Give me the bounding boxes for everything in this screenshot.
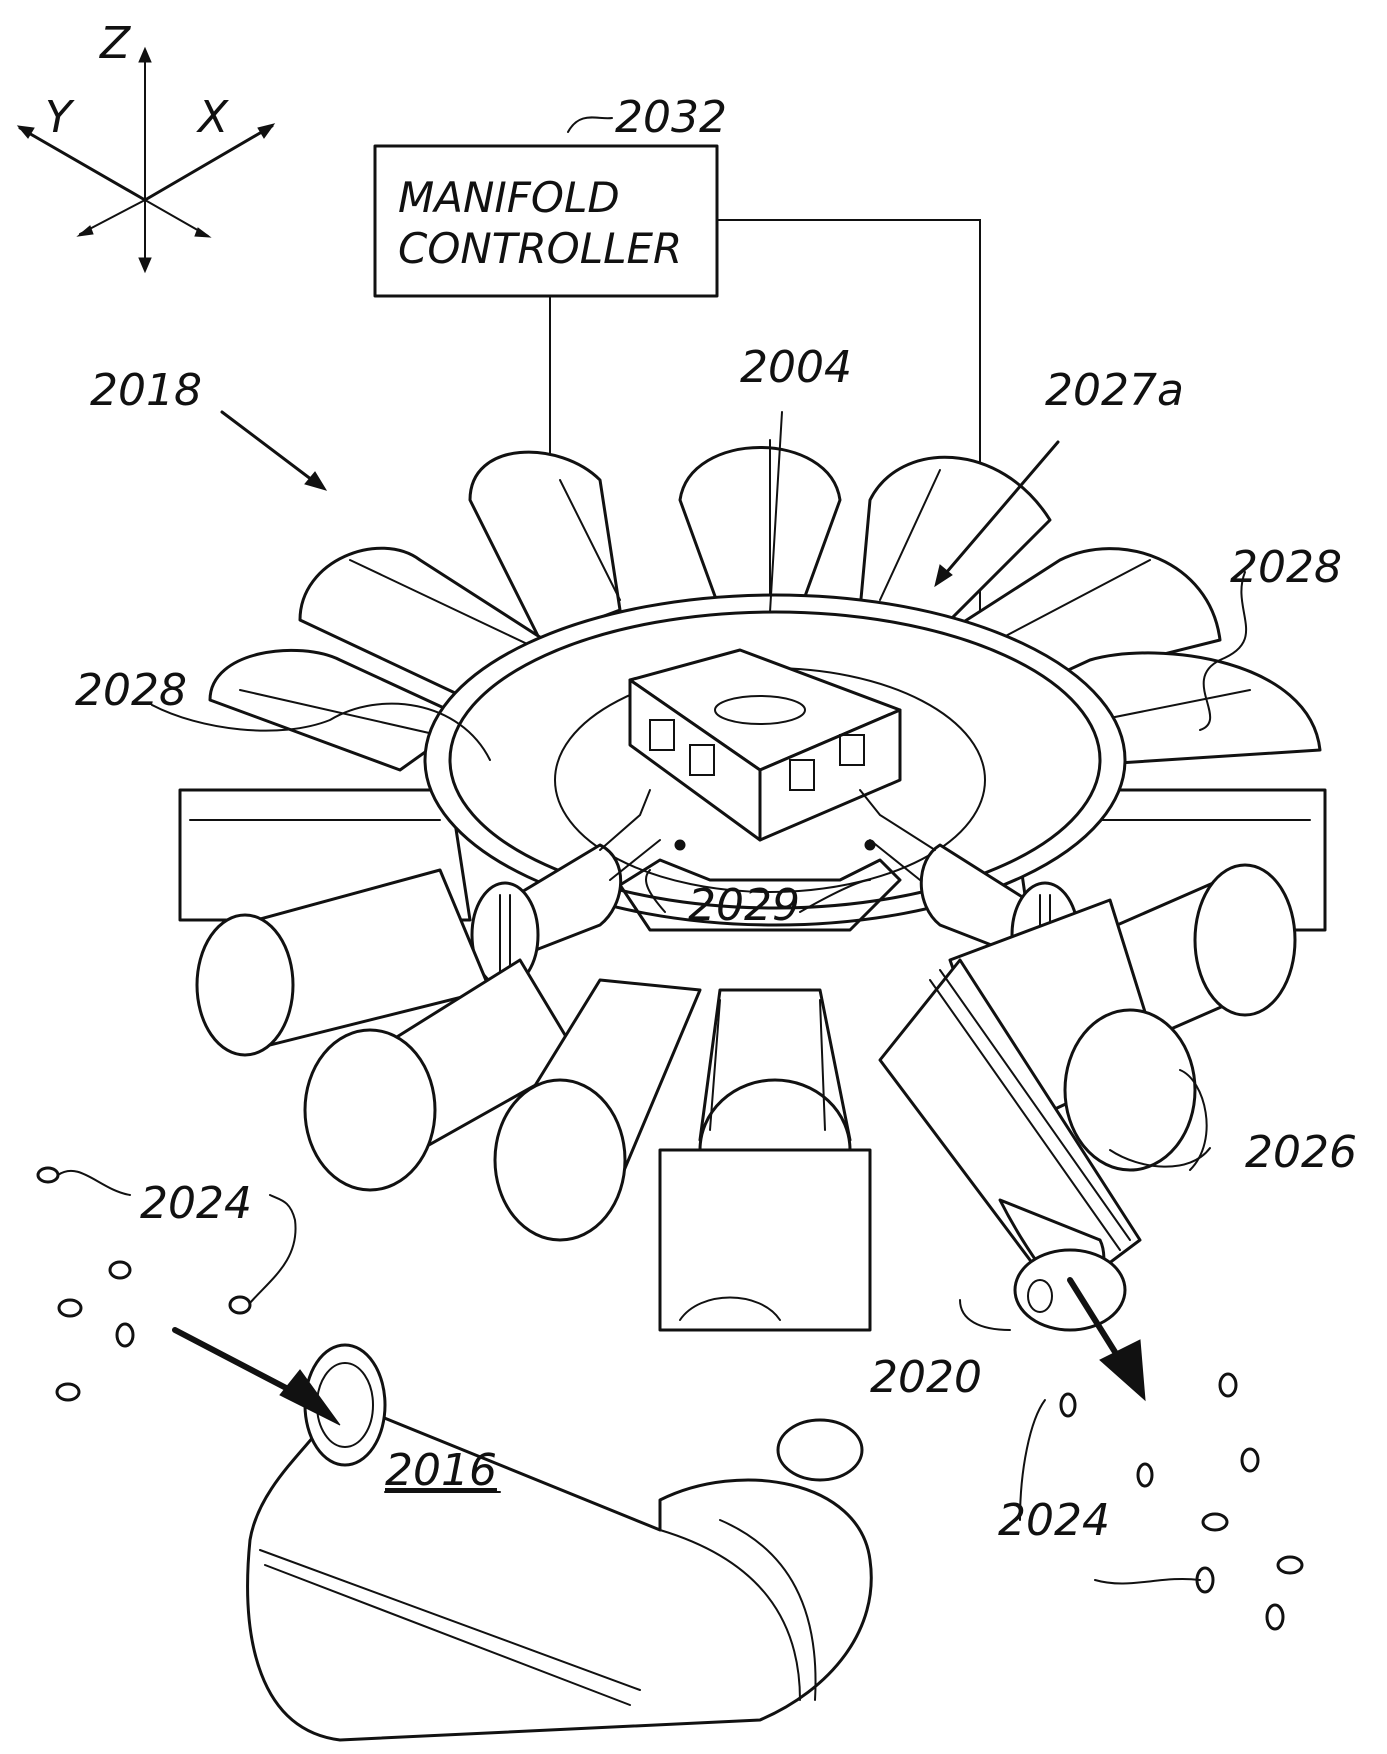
ref-2024-right: 2024 <box>998 1495 1110 1546</box>
axis-triad: Z Y X <box>16 18 276 274</box>
z-axis-label: Z <box>99 18 131 69</box>
valve-block <box>618 648 902 932</box>
ref-2016: 2016 <box>385 1445 497 1496</box>
ref-2027a: 2027a <box>1045 365 1184 416</box>
y-axis-label: Y <box>45 92 75 143</box>
ref-2018: 2018 <box>90 365 202 416</box>
controller-line2: CONTROLLER <box>398 224 682 273</box>
ref-2020: 2020 <box>870 1352 982 1403</box>
ref-2004: 2004 <box>740 342 852 393</box>
manifold-tubes-front <box>195 863 1297 1332</box>
reference-labels: 2018 2004 2027a 2028 2028 2029 2026 2024… <box>75 342 1357 1546</box>
leader-lines <box>57 410 1248 1585</box>
ref-2028-left: 2028 <box>75 665 187 716</box>
ref-2028-right: 2028 <box>1230 542 1342 593</box>
x-axis-label: X <box>196 92 229 143</box>
manifold-controller: MANIFOLD CONTROLLER 2032 <box>373 92 981 821</box>
particles-right <box>1059 1372 1304 1631</box>
controller-line1: MANIFOLD <box>398 173 620 222</box>
outlet-arrow <box>1067 1277 1146 1402</box>
particles-left <box>36 1166 252 1402</box>
ref-2029: 2029 <box>688 880 800 931</box>
ref-2024-left: 2024 <box>140 1178 252 1229</box>
inlet-elbow <box>246 1343 873 1742</box>
inlet-arrow <box>172 1327 341 1426</box>
ref-2032: 2032 <box>615 92 727 143</box>
ref-2026: 2026 <box>1245 1127 1357 1178</box>
